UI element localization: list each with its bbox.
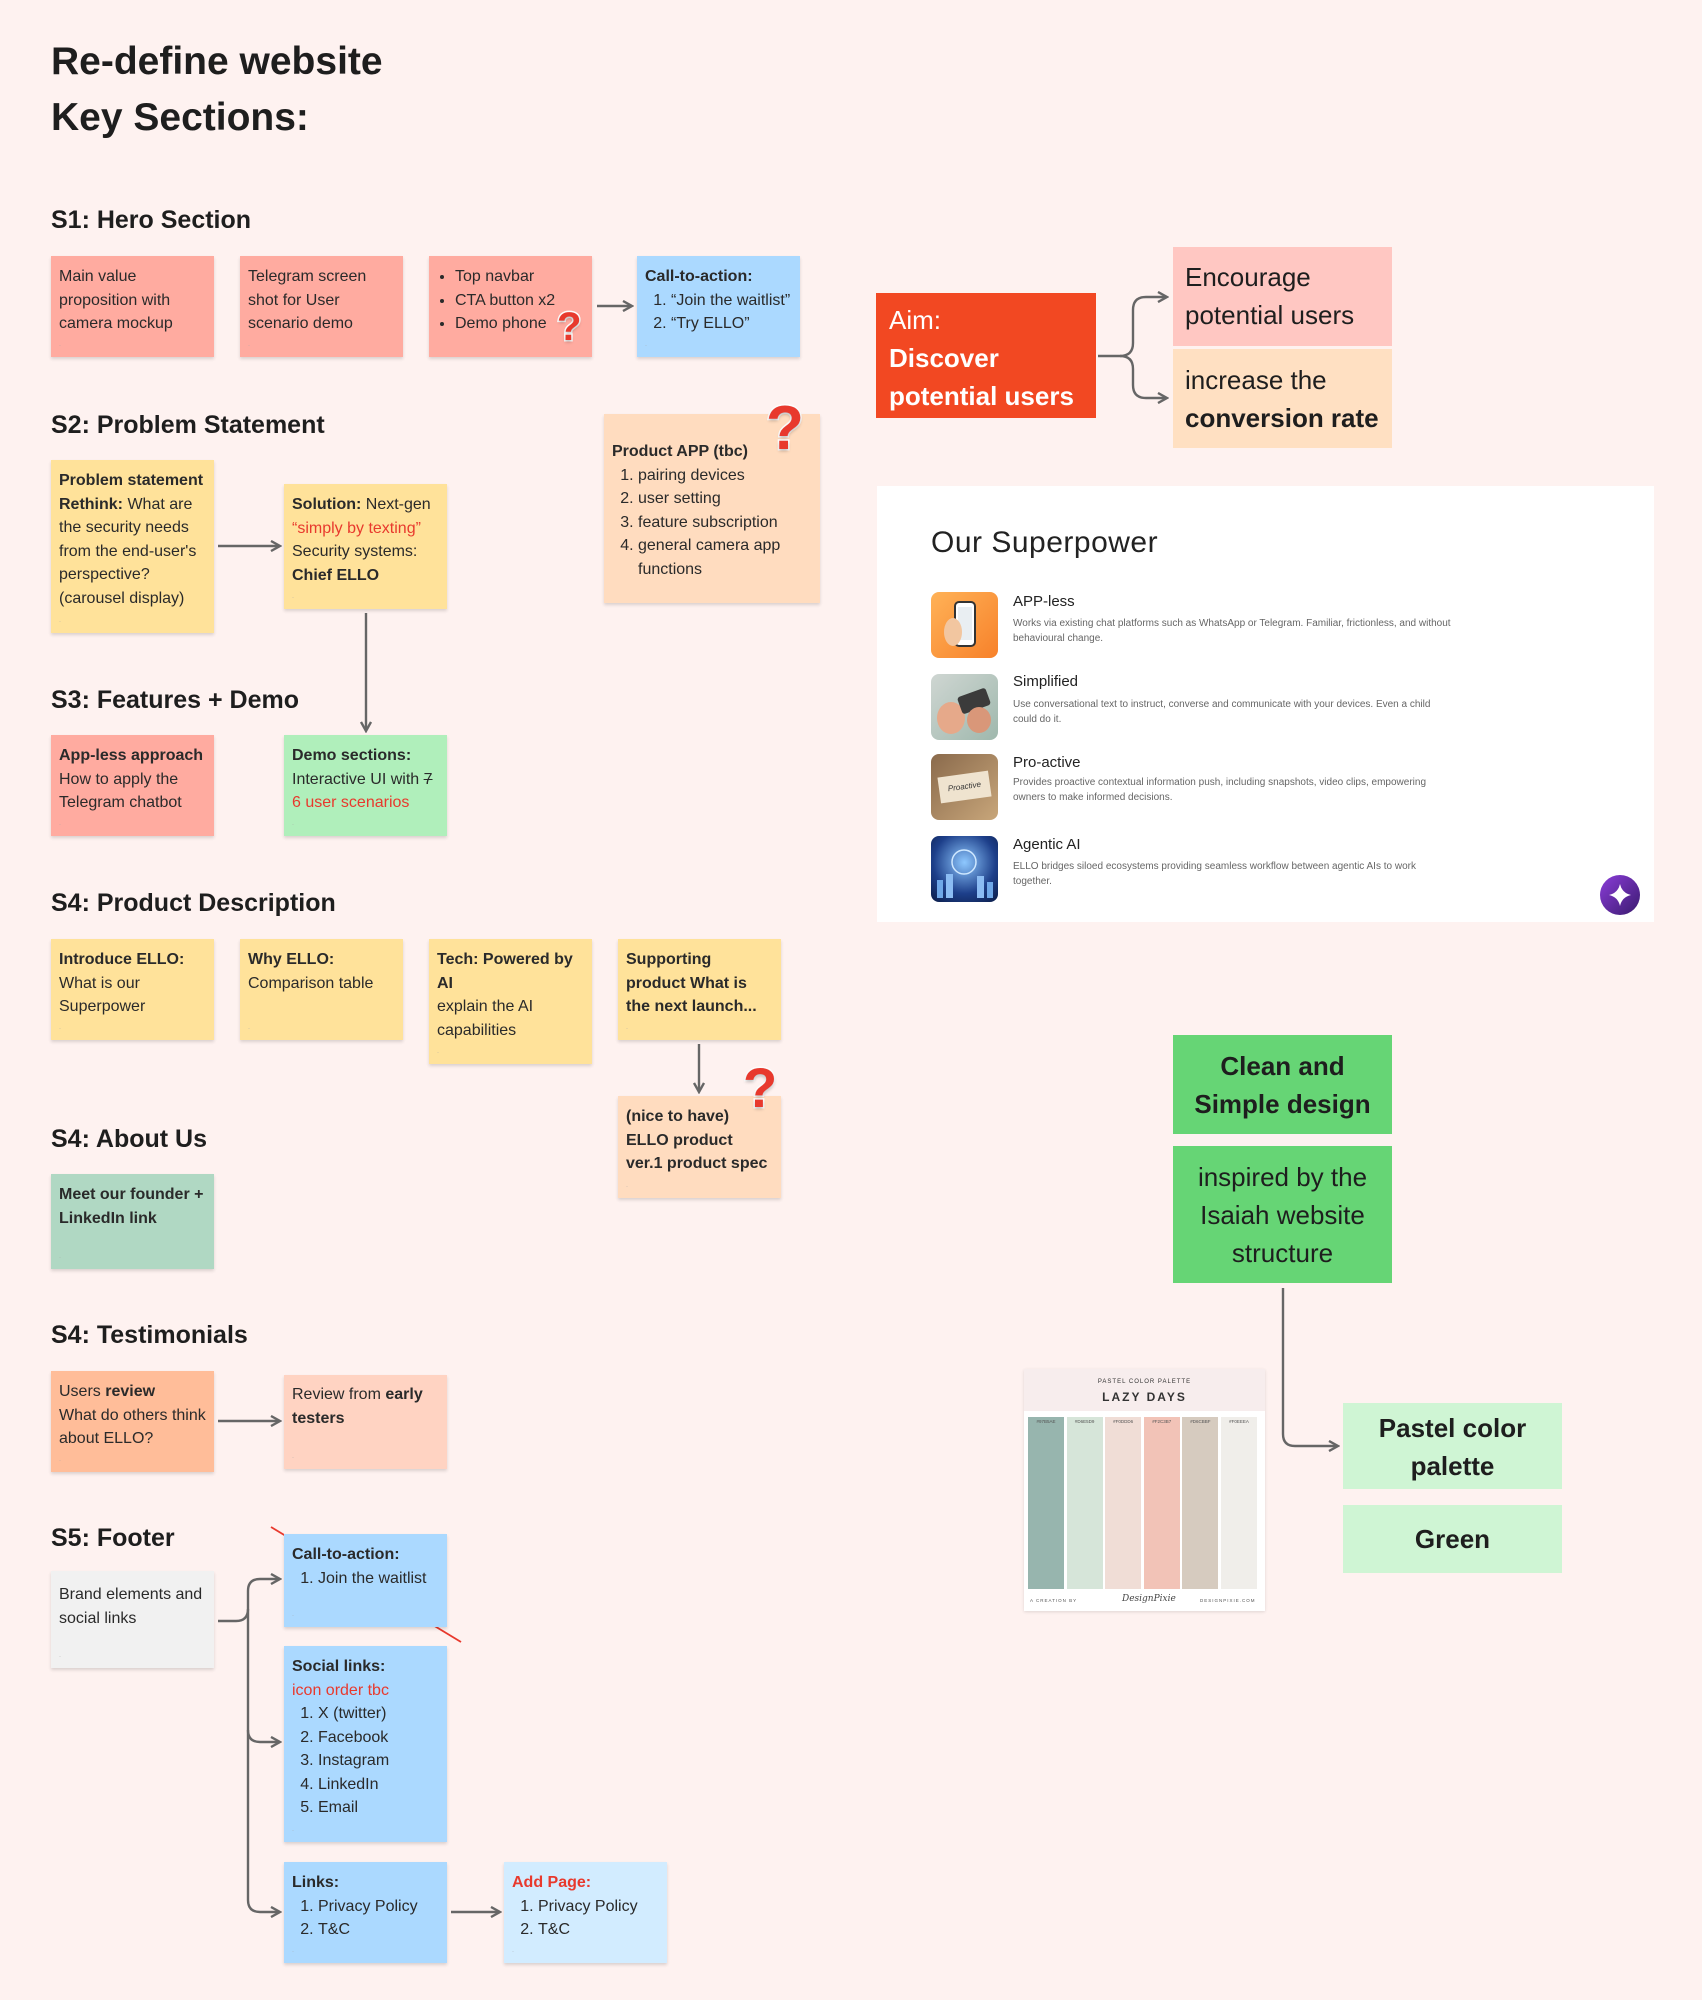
design-inspired[interactable]: inspired by the Isaiah website structure bbox=[1173, 1146, 1392, 1283]
section-heading-s4: S4: Product Description bbox=[51, 889, 336, 917]
app-list: pairing devicesuser settingfeature subsc… bbox=[612, 464, 812, 582]
palette-swatch bbox=[1182, 1427, 1219, 1589]
sticky-note-problem[interactable]: Problem statement Rethink: What are the … bbox=[51, 460, 214, 633]
texting-image bbox=[931, 674, 998, 740]
sticky-note-product-app[interactable]: Product APP (tbc) pairing devicesuser se… bbox=[604, 414, 820, 603]
sticky-note-social-links[interactable]: Social links: icon order tbc X (twitter)… bbox=[284, 1646, 447, 1842]
section-heading-s1: S1: Hero Section bbox=[51, 206, 252, 234]
palette-name: LAZY DAYS bbox=[1102, 1390, 1187, 1404]
social-list: X (twitter)FacebookInstagramLinkedInEmai… bbox=[292, 1702, 439, 1820]
palette-swatch bbox=[1221, 1427, 1257, 1589]
sticky-note-brand[interactable]: Brand elements and social links · bbox=[51, 1571, 214, 1668]
palette-footer-right: DESIGNPIXIE.COM bbox=[1200, 1598, 1256, 1603]
sticky-note-supporting[interactable]: Supporting product What is the next laun… bbox=[618, 939, 781, 1040]
feature-title: Pro-active bbox=[1013, 754, 1081, 771]
palette-hex-label: #97B5AE bbox=[1028, 1417, 1064, 1427]
footer-branches bbox=[218, 1579, 280, 1623]
palette-swatch bbox=[1105, 1427, 1142, 1589]
palette-subtitle: PASTEL COLOR PALETTE bbox=[1097, 1379, 1192, 1385]
feature-description: Provides proactive contextual informatio… bbox=[1013, 777, 1427, 803]
footer-cta-list: Join the waitlist bbox=[292, 1567, 439, 1591]
palette-hex-label: #D6CBBF bbox=[1182, 1417, 1219, 1427]
palette-footer-left: A CREATION BY bbox=[1030, 1598, 1078, 1603]
cta-list: “Join the waitlist”“Try ELLO” bbox=[645, 289, 792, 336]
design-pastel[interactable]: Pastel color palette bbox=[1343, 1403, 1562, 1489]
sparkle-icon[interactable] bbox=[1600, 875, 1640, 915]
sticky-note-footer-cta[interactable]: Call-to-action: Join the waitlist · bbox=[284, 1534, 447, 1627]
palette-swatch bbox=[1143, 1427, 1180, 1589]
palette-swatch bbox=[1066, 1427, 1103, 1589]
section-heading-s2: S2: Problem Statement bbox=[51, 411, 325, 439]
sticky-note-add-page[interactable]: Add Page: Privacy PolicyT&C · bbox=[504, 1862, 667, 1963]
proactive-image: Proactive bbox=[931, 754, 998, 820]
section-heading-about: S4: About Us bbox=[51, 1125, 208, 1153]
sticky-note-why[interactable]: Why ELLO:Comparison table · bbox=[240, 939, 403, 1040]
feature-description: ELLO bridges siloed ecosystems providing… bbox=[1013, 861, 1416, 887]
agentic-ai-image bbox=[931, 836, 998, 902]
design-clean[interactable]: Clean and Simple design bbox=[1173, 1035, 1392, 1134]
sticky-note-solution[interactable]: Solution: Next-gen “simply by texting” S… bbox=[284, 484, 447, 609]
palette-hex-label: #F0EEEA bbox=[1221, 1417, 1257, 1427]
sticky-note-telegram[interactable]: Telegram screen shot for User scenario d… bbox=[240, 256, 403, 357]
question-mark-icon: ? bbox=[555, 305, 582, 349]
superpower-screenshot[interactable]: Our Superpower APP-less Works via existi… bbox=[877, 486, 1654, 922]
aim-branches bbox=[1098, 297, 1167, 358]
feature-description: Works via existing chat platforms such a… bbox=[1013, 618, 1451, 644]
hero-list: Top navbarCTA button x2Demo phone bbox=[437, 265, 584, 336]
sticky-note-navbar[interactable]: Top navbarCTA button x2Demo phone bbox=[429, 256, 592, 357]
palette-hex-label: #F2C3B7 bbox=[1143, 1417, 1180, 1427]
section-heading-footer: S5: Footer bbox=[51, 1524, 175, 1552]
sticky-note-early-testers[interactable]: Review from early testers · bbox=[284, 1375, 447, 1469]
aim-box[interactable]: Aim: Discover potential users bbox=[876, 293, 1096, 418]
add-page-list: Privacy PolicyT&C bbox=[512, 1895, 659, 1942]
sticky-note-founder[interactable]: Meet our founder + LinkedIn link · bbox=[51, 1174, 214, 1269]
section-heading-testimonials: S4: Testimonials bbox=[51, 1321, 248, 1349]
question-mark-icon: ? bbox=[741, 1056, 778, 1119]
feature-title: APP-less bbox=[1013, 593, 1075, 610]
superpower-title: Our Superpower bbox=[931, 526, 1159, 559]
design-arrow bbox=[1281, 1288, 1338, 1446]
feature-description: Use conversational text to instruct, con… bbox=[1013, 699, 1431, 725]
palette-hex-label: #F0DDD6 bbox=[1105, 1417, 1142, 1427]
sticky-note-nice-to-have[interactable]: (nice to have)ELLO product ver.1 product… bbox=[618, 1096, 781, 1198]
question-mark-icon: ? bbox=[765, 394, 806, 463]
design-green[interactable]: Green bbox=[1343, 1505, 1562, 1573]
palette-hex-label: #D6E5D9 bbox=[1066, 1417, 1103, 1427]
phone-image bbox=[931, 592, 998, 658]
feature-title: Simplified bbox=[1013, 673, 1079, 690]
sticky-note-introduce[interactable]: Introduce ELLO:What is our Superpower · bbox=[51, 939, 214, 1040]
sticky-note-links[interactable]: Links: Privacy PolicyT&C · bbox=[284, 1862, 447, 1963]
feature-title: Agentic AI bbox=[1013, 836, 1081, 853]
palette-signature: DesignPixie bbox=[1122, 1594, 1176, 1604]
links-list: Privacy PolicyT&C bbox=[292, 1895, 439, 1942]
palette-swatch bbox=[1028, 1427, 1064, 1589]
sticky-note-value-prop[interactable]: Main value proposition with camera mocku… bbox=[51, 256, 214, 357]
sticky-note-cta[interactable]: Call-to-action: “Join the waitlist”“Try … bbox=[637, 256, 800, 357]
section-heading-s3: S3: Features + Demo bbox=[51, 686, 300, 714]
